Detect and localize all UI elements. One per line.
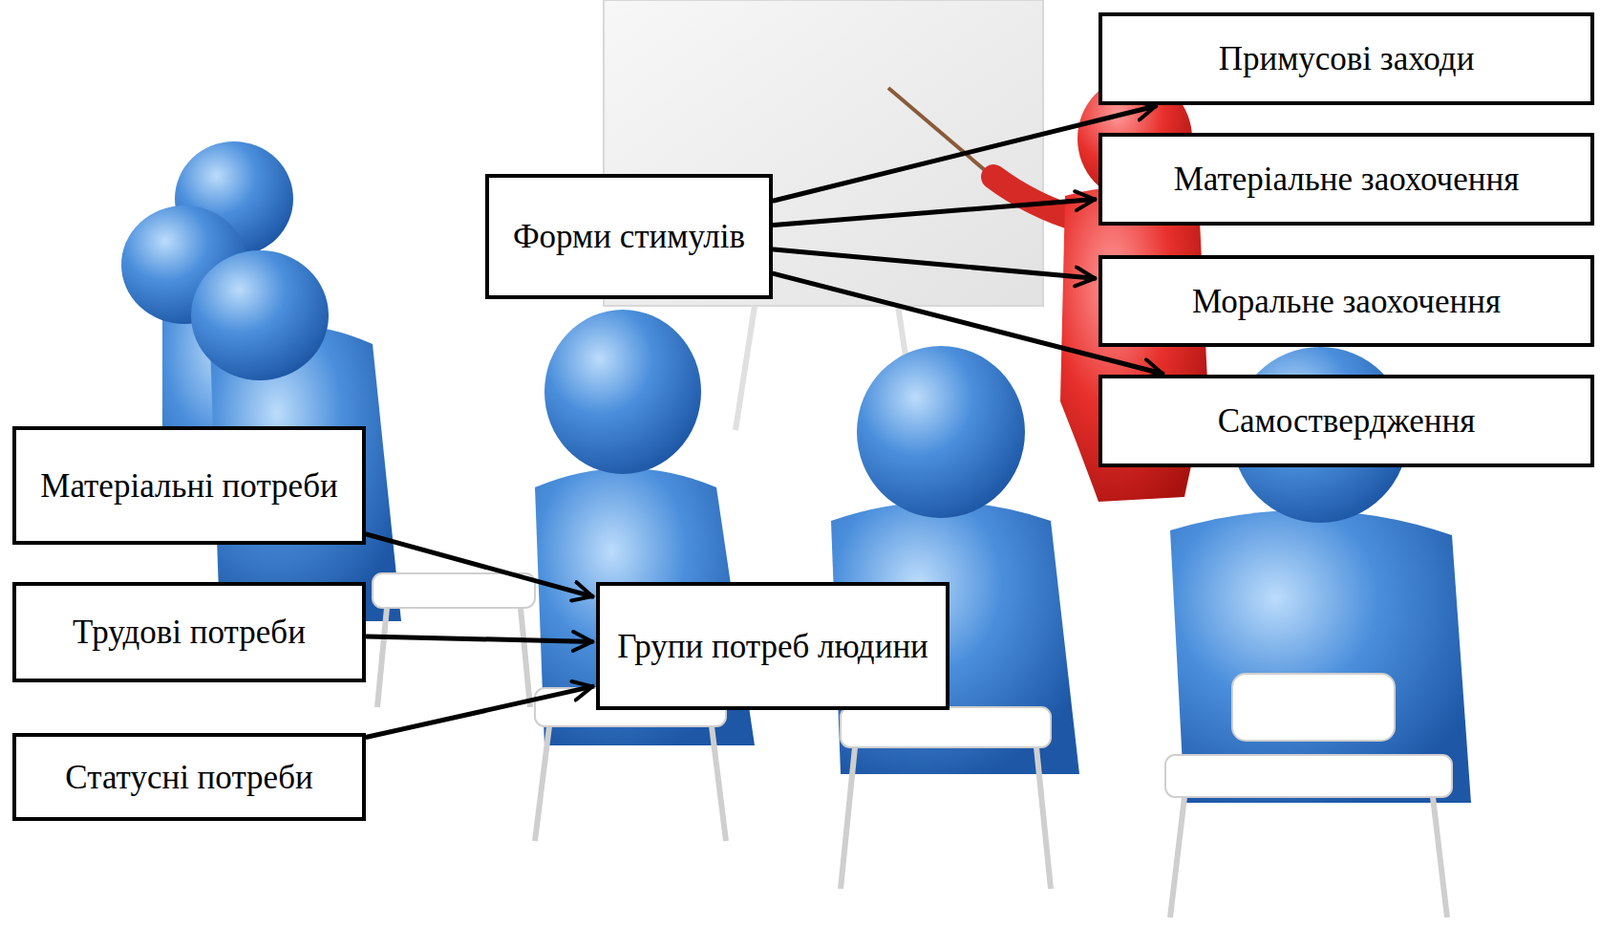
- chairs-part: [1432, 796, 1448, 918]
- text-box: Матеріальні потреби: [12, 426, 366, 545]
- box-label: Матеріальне заохочення: [1173, 155, 1520, 203]
- text-box: Самоствердження: [1098, 374, 1595, 468]
- chairs-part: [1170, 796, 1185, 918]
- box-label: Статусні потреби: [64, 753, 313, 801]
- arrow-connector: [366, 636, 593, 642]
- text-box: Трудові потреби: [12, 581, 366, 683]
- text-box: Статусні потреби: [12, 732, 366, 821]
- arrow-connector: [773, 199, 1095, 226]
- chairs: [372, 573, 1452, 918]
- chairs-part: [840, 706, 1051, 747]
- arrow-connector: [773, 249, 1095, 278]
- student-figures-part: [856, 345, 1025, 518]
- text-box: Примусові заходи: [1098, 12, 1595, 106]
- text-box: Групи потреб людини: [596, 581, 950, 710]
- text-box: Матеріальне заохочення: [1098, 132, 1595, 226]
- box-label: Матеріальні потреби: [40, 462, 338, 510]
- arrow-connector: [366, 685, 593, 737]
- box-label: Групи потреб людини: [617, 622, 929, 670]
- box-label: Моральне заохочення: [1192, 277, 1501, 325]
- chairs-part: [1232, 673, 1395, 741]
- student-figures-part: [191, 250, 329, 381]
- chairs-part: [711, 725, 726, 841]
- chairs-part: [840, 746, 855, 889]
- student-figures-part: [544, 309, 702, 474]
- whiteboard-part: [735, 305, 755, 430]
- arrow-connector: [366, 533, 593, 597]
- chairs-part: [377, 607, 387, 707]
- chairs-part: [534, 725, 550, 841]
- box-label: Примусові заходи: [1218, 35, 1475, 83]
- chairs-part: [1036, 746, 1051, 889]
- chairs-part: [1165, 754, 1452, 797]
- text-box: Форми стимулів: [485, 173, 773, 299]
- chairs-part: [520, 607, 531, 707]
- teacher-figure-part: [888, 87, 999, 182]
- text-box: Моральне заохочення: [1098, 255, 1595, 347]
- box-label: Самоствердження: [1217, 397, 1476, 445]
- box-label: Форми стимулів: [512, 213, 746, 260]
- chairs-part: [372, 573, 535, 608]
- box-label: Трудові потреби: [72, 608, 306, 656]
